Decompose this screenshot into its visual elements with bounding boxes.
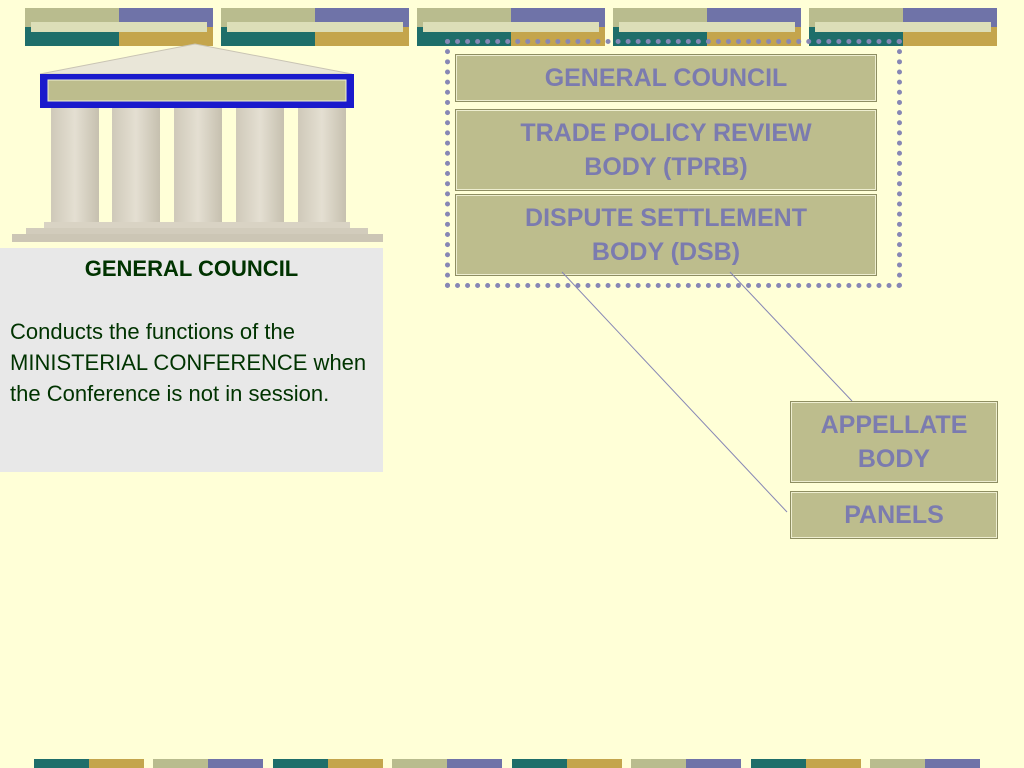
appellate-body-box[interactable]: APPELLATE BODY <box>790 401 998 483</box>
info-description: Conducts the functions of the MINISTERIA… <box>10 319 367 406</box>
dsb-box[interactable]: DISPUTE SETTLEMENT BODY (DSB) <box>455 194 877 276</box>
panels-label: PANELS <box>844 501 944 529</box>
connector-dsb-panels <box>561 271 788 513</box>
panels-box[interactable]: PANELS <box>790 491 998 539</box>
connector-dsb-appellate <box>729 271 853 402</box>
structure-group-outline <box>445 39 902 288</box>
info-title: GENERAL COUNCIL <box>84 256 299 281</box>
info-panel <box>0 248 383 472</box>
footer-tile <box>153 759 263 768</box>
decor-tile <box>25 8 213 46</box>
footer-tile <box>273 759 383 768</box>
decor-tile <box>221 8 409 46</box>
general-council-box[interactable]: GENERAL COUNCIL <box>455 54 877 102</box>
tprb-label: TRADE POLICY REVIEW BODY (TPRB) <box>520 119 812 181</box>
footer-tile <box>751 759 861 768</box>
dsb-label: DISPUTE SETTLEMENT BODY (DSB) <box>525 204 807 266</box>
footer-tile <box>512 759 622 768</box>
footer-tile <box>392 759 502 768</box>
footer-tile <box>870 759 980 768</box>
decor-tile <box>613 8 801 46</box>
footer-tile <box>631 759 741 768</box>
tprb-box[interactable]: TRADE POLICY REVIEW BODY (TPRB) <box>455 109 877 191</box>
appellate-body-label: APPELLATE BODY <box>820 411 968 473</box>
temple-icon <box>12 43 383 242</box>
general-council-label: GENERAL COUNCIL <box>544 64 788 92</box>
footer-tile <box>34 759 144 768</box>
